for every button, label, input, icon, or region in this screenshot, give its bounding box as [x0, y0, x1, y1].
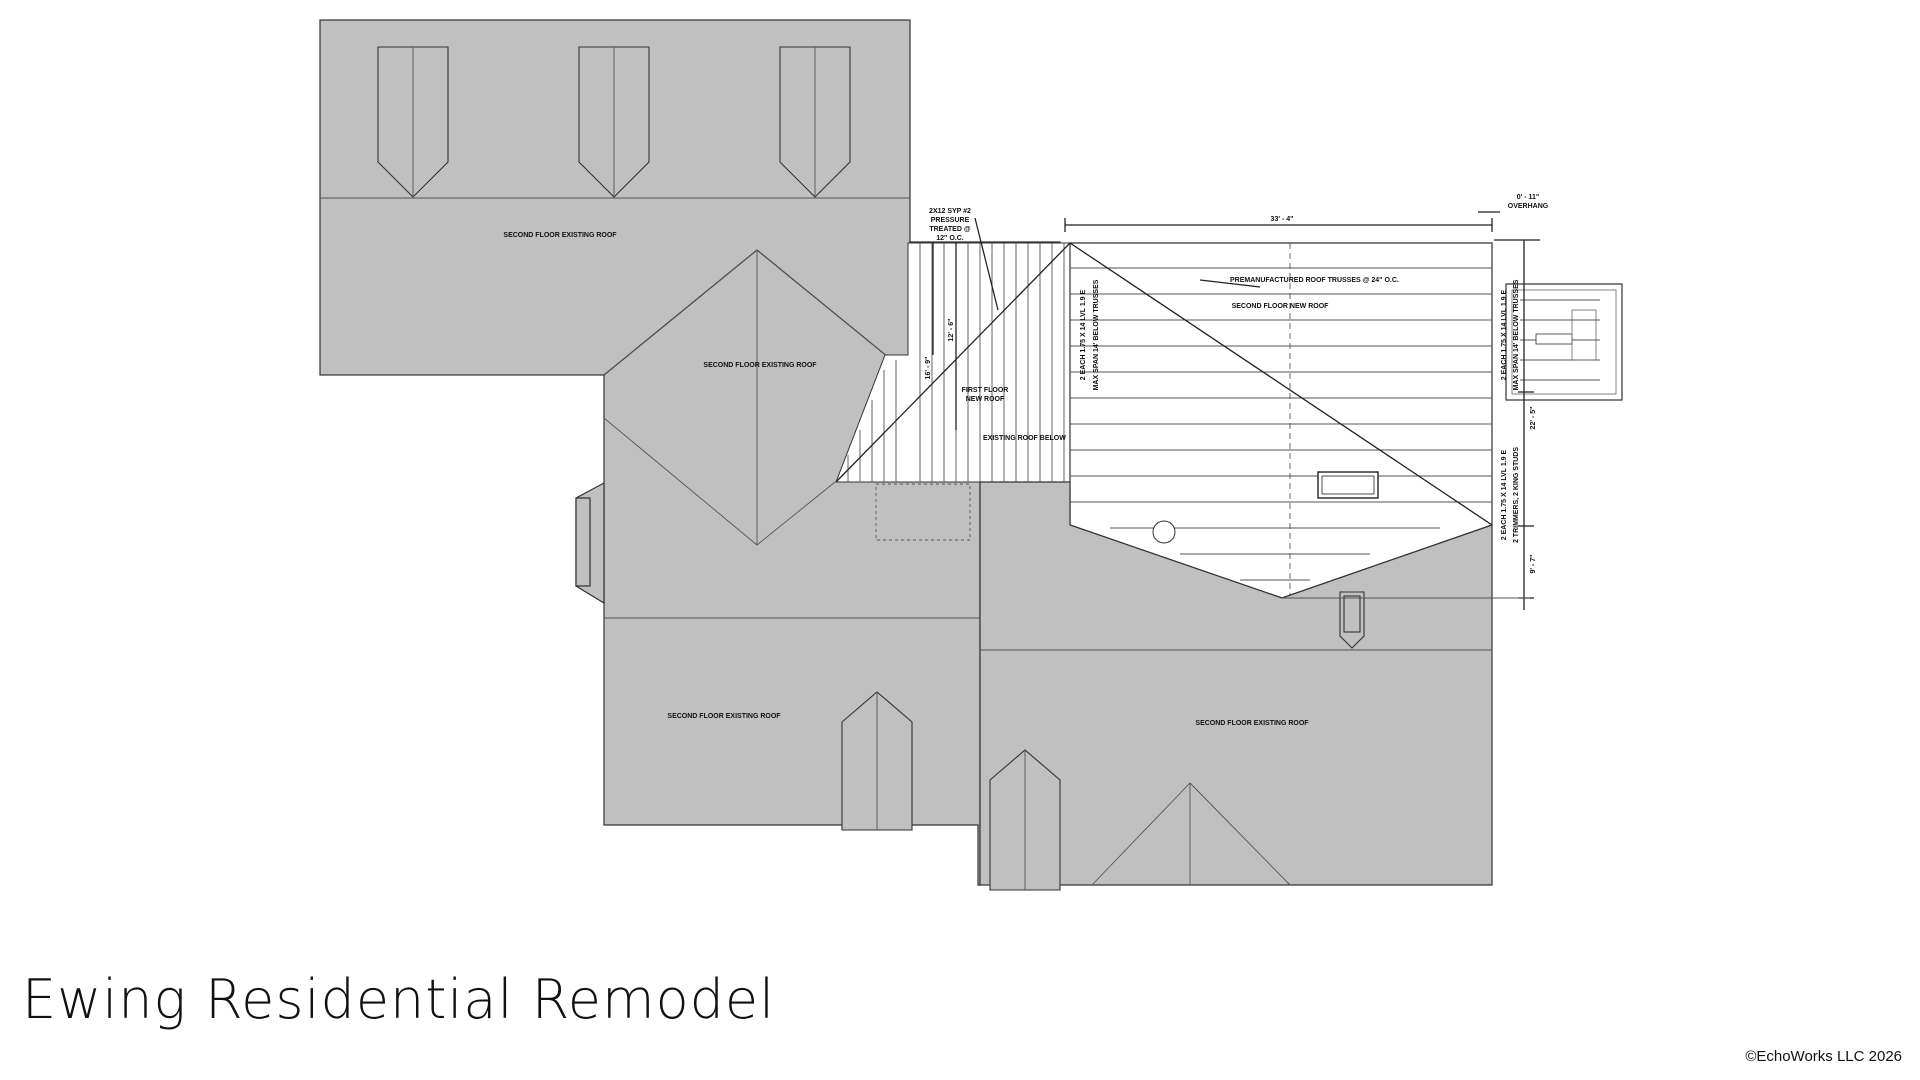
dormer [1339, 591, 1365, 649]
dim-22-5: 22' - 5" [1530, 407, 1537, 430]
label-syp-1: 2X12 SYP #2 [929, 208, 971, 215]
label-lvl-left-1: 2 EACH 1.75 X 14 LVL 1.9 E [1080, 289, 1087, 380]
dim-9-7: 9' - 7" [1530, 555, 1537, 574]
right-deck [1505, 283, 1623, 401]
label-existing-roof-bottom-right: SECOND FLOOR EXISTING ROOF [1195, 720, 1309, 727]
label-second-floor-new-roof: SECOND FLOOR NEW ROOF [1232, 303, 1330, 310]
label-existing-roof-top: SECOND FLOOR EXISTING ROOF [503, 232, 617, 239]
label-lvl-right-low-1: 2 EACH 1.75 X 14 LVL 1.9 E [1501, 449, 1508, 540]
label-overhang-2: OVERHANG [1508, 203, 1549, 210]
right-existing-roof [979, 481, 1493, 891]
label-lvl-left-2: MAX SPAN 14' BELOW TRUSSES [1093, 279, 1100, 390]
dim-16-9: 16' - 9" [925, 357, 932, 380]
label-overhang-1: 0' - 11" [1517, 194, 1540, 201]
first-floor-new-roof [835, 242, 1071, 541]
label-lvl-right-low-2: 2 TRIMMERS, 2 KING STUDS [1513, 447, 1520, 543]
label-trusses: PREMANUFACTURED ROOF TRUSSES @ 24" O.C. [1230, 277, 1399, 284]
label-existing-roof-hip: SECOND FLOOR EXISTING ROOF [703, 362, 817, 369]
dimension-lines [932, 211, 1540, 610]
page-title: Ewing Residential Remodel [22, 968, 776, 1031]
label-syp-4: 12" O.C. [936, 235, 963, 242]
copyright-notice: ©EchoWorks LLC 2026 [1745, 1048, 1902, 1065]
label-existing-roof-bottom-left: SECOND FLOOR EXISTING ROOF [667, 713, 781, 720]
label-first-floor-new-roof-1: FIRST FLOOR [962, 387, 1009, 394]
label-existing-roof-below: EXISTING ROOF BELOW [983, 435, 1066, 442]
dim-12-6: 12' - 6" [948, 319, 955, 342]
second-floor-new-roof [1069, 242, 1493, 599]
label-lvl-right-1: 2 EACH 1.75 X 14 LVL 1.9 E [1501, 289, 1508, 380]
label-syp-2: PRESSURE [931, 217, 970, 224]
label-syp-3: TREATED @ [929, 226, 970, 233]
upper-left-existing-roof [319, 19, 911, 376]
label-lvl-right-2: MAX SPAN 14' BELOW TRUSSES [1513, 279, 1520, 390]
dim-width-top: 33' - 4" [1271, 216, 1294, 223]
label-first-floor-new-roof-2: NEW ROOF [966, 396, 1005, 403]
